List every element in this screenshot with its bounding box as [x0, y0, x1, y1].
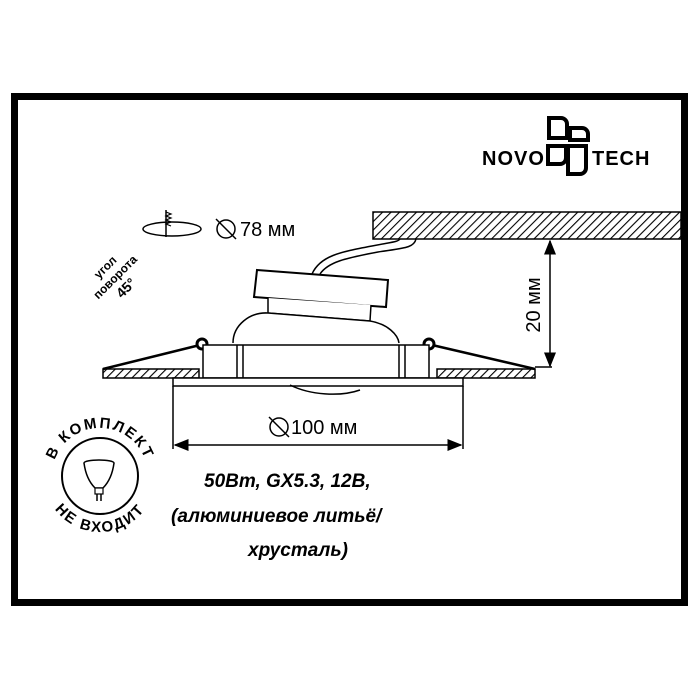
novotech-logo: NOVO TECH: [482, 116, 650, 176]
logo-text-right: TECH: [592, 148, 650, 170]
cutout-indicator: 78 мм: [142, 210, 295, 241]
bezel-left: [102, 368, 200, 379]
rotation-angle-label: угол поворота 45°: [90, 252, 140, 302]
logo-text-left: NOVO: [482, 148, 545, 170]
power-cable: [311, 238, 417, 275]
housing-ring: [202, 344, 430, 379]
mr16-bulb-icon: [83, 459, 115, 501]
lamp-housing-dome: [232, 312, 400, 344]
spec-line-1: 50Вт, GX5.3, 12В,: [204, 471, 371, 492]
bezel-right: [436, 368, 536, 379]
lamp-not-included-badge: В КОМПЛЕКТ НЕ ВХОДИТ: [43, 415, 156, 537]
diameter-icon: [268, 416, 290, 438]
cutout-diameter-label: 78 мм: [240, 219, 295, 241]
height-dimension: 20 мм: [523, 239, 556, 368]
diameter-label: 100 мм: [291, 417, 357, 439]
height-label: 20 мм: [523, 277, 545, 332]
ceiling-section: [372, 211, 682, 240]
lens-reflector: [289, 384, 361, 395]
spec-line-3: хрусталь): [247, 540, 348, 561]
specifications: 50Вт, GX5.3, 12В, (алюминиевое литьё/ хр…: [171, 471, 383, 561]
spring-clip-right: [422, 337, 536, 371]
cutout-hole-icon: [142, 221, 202, 237]
diameter-dimension: 100 мм: [172, 386, 464, 451]
socket-cap: [252, 268, 390, 309]
diameter-icon: [215, 218, 237, 240]
spec-line-2: (алюминиевое литьё/: [171, 506, 383, 527]
spring-clip-left: [102, 337, 209, 371]
lower-plate: [172, 377, 464, 387]
